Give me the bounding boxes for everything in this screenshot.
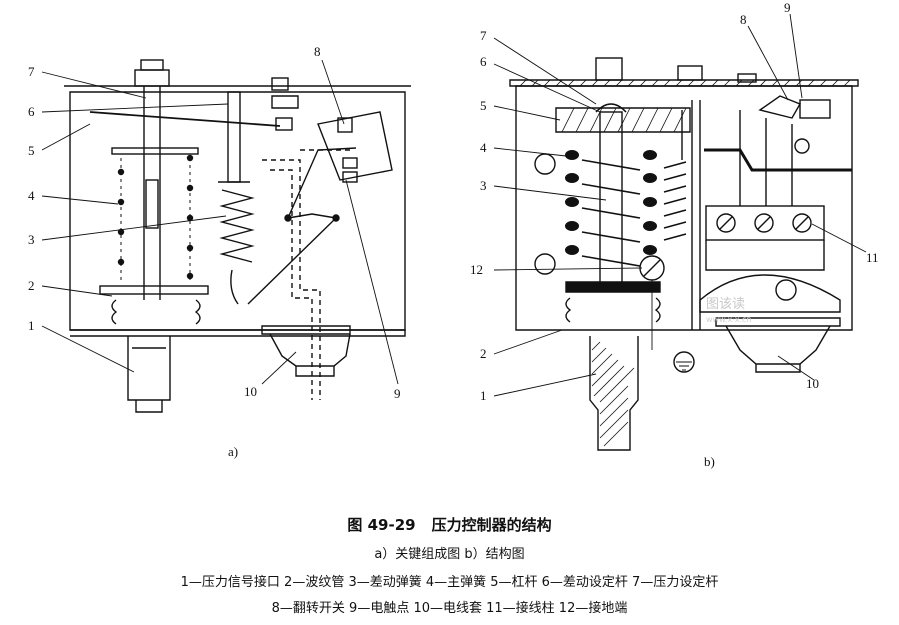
label-b-3: 3 — [480, 178, 487, 193]
label-b-10: 10 — [806, 376, 819, 391]
watermark: 图该读 — [706, 297, 745, 312]
label-b-1: 1 — [480, 388, 487, 403]
panel-b-label: b) — [704, 454, 715, 469]
panel-a-drawing — [41, 59, 411, 413]
watermark-url: www.x·x.cn — [706, 315, 751, 324]
panel-a-label: a) — [228, 444, 238, 459]
pressure-controller-figure: 7 6 5 4 3 2 1 8 10 9 a) — [28, 0, 879, 469]
label-a-7: 7 — [28, 64, 35, 79]
label-b-12: 12 — [470, 262, 483, 277]
label-b-2: 2 — [480, 346, 487, 361]
label-a-1: 1 — [28, 318, 35, 333]
figure-title-text: 压力控制器的结构 — [431, 516, 552, 534]
panel-b-drawing — [493, 13, 867, 451]
label-b-6: 6 — [480, 54, 487, 69]
label-b-4: 4 — [480, 140, 487, 155]
label-a-6: 6 — [28, 104, 35, 119]
legend-line-1: 1—压力信号接口 2—波纹管 3—差动弹簧 4—主弹簧 5—杠杆 6—差动设定杆… — [180, 575, 719, 590]
label-b-5: 5 — [480, 98, 487, 113]
label-a-10: 10 — [244, 384, 257, 399]
label-a-8: 8 — [314, 44, 321, 59]
figure-number: 图 49-29 — [347, 516, 416, 534]
label-a-2: 2 — [28, 278, 35, 293]
label-b-9: 9 — [784, 0, 791, 15]
label-a-5: 5 — [28, 143, 35, 158]
label-a-9: 9 — [394, 386, 401, 401]
label-b-11: 11 — [866, 250, 879, 265]
legend-line-2: 8—翻转开关 9—电触点 10—电线套 11—接线柱 12—接地端 — [271, 601, 628, 616]
figure-subtitle: a）关键组成图 b）结构图 — [374, 547, 525, 562]
label-b-8: 8 — [740, 12, 747, 27]
figure-title: 图 49-29 压力控制器的结构 — [0, 514, 899, 535]
label-a-4: 4 — [28, 188, 35, 203]
label-b-7: 7 — [480, 28, 487, 43]
label-a-3: 3 — [28, 232, 35, 247]
